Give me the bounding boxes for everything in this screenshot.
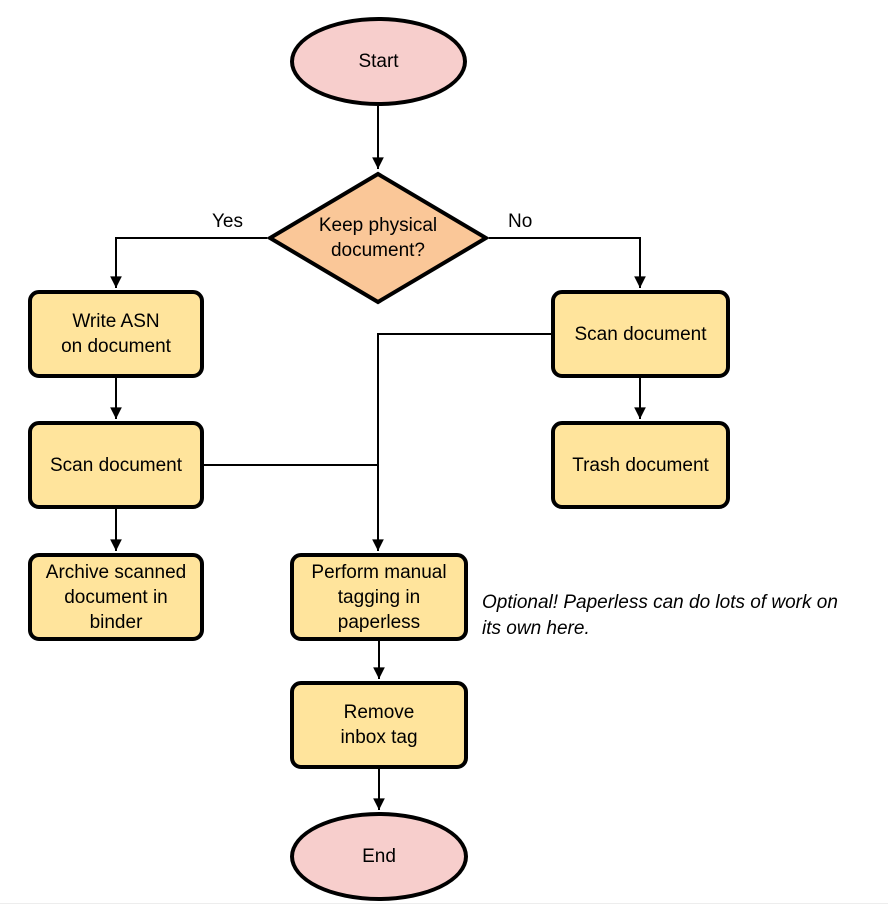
no-edge-label: No — [508, 211, 533, 232]
decision-diamond-shape — [267, 171, 489, 305]
decision-node: Keep physical document? — [267, 171, 489, 305]
bottom-divider — [0, 903, 888, 904]
write-asn-node: Write ASN on document — [28, 290, 204, 378]
edge-scan-discard-to-tagging — [372, 333, 551, 551]
scan-document-keep-node-label: Scan document — [49, 454, 183, 476]
scan-document-discard-node-label: Scan document — [574, 323, 707, 345]
decision-node-label: Keep physical document? — [318, 215, 438, 261]
end-node-label: End — [362, 846, 396, 867]
end-node: End — [290, 812, 468, 901]
trash-document-node-label: Trash document — [572, 454, 709, 476]
edge-decision-yes-to-write-asn — [110, 237, 267, 288]
start-node: Start — [290, 17, 467, 106]
scan-document-keep-node: Scan document — [28, 421, 204, 509]
manual-tagging-node-label: Perform manual tagging in paperless — [311, 561, 447, 633]
start-node-label: Start — [358, 51, 399, 72]
yes-edge-label: Yes — [212, 211, 243, 232]
archive-node-label: Archive scanned document in binder — [45, 561, 187, 633]
remove-inbox-tag-node: Remove inbox tag — [290, 681, 468, 769]
remove-inbox-tag-node-label: Remove inbox tag — [340, 702, 418, 748]
manual-tagging-node: Perform manual tagging in paperless — [290, 553, 468, 641]
optional-note: Optional! Paperless can do lots of work … — [482, 592, 838, 639]
scan-document-discard-node: Scan document — [551, 290, 730, 378]
write-asn-node-label: Write ASN on document — [61, 311, 171, 357]
edge-decision-no-to-scan — [489, 237, 646, 288]
archive-node: Archive scanned document in binder — [28, 553, 204, 641]
trash-document-node: Trash document — [551, 421, 730, 509]
